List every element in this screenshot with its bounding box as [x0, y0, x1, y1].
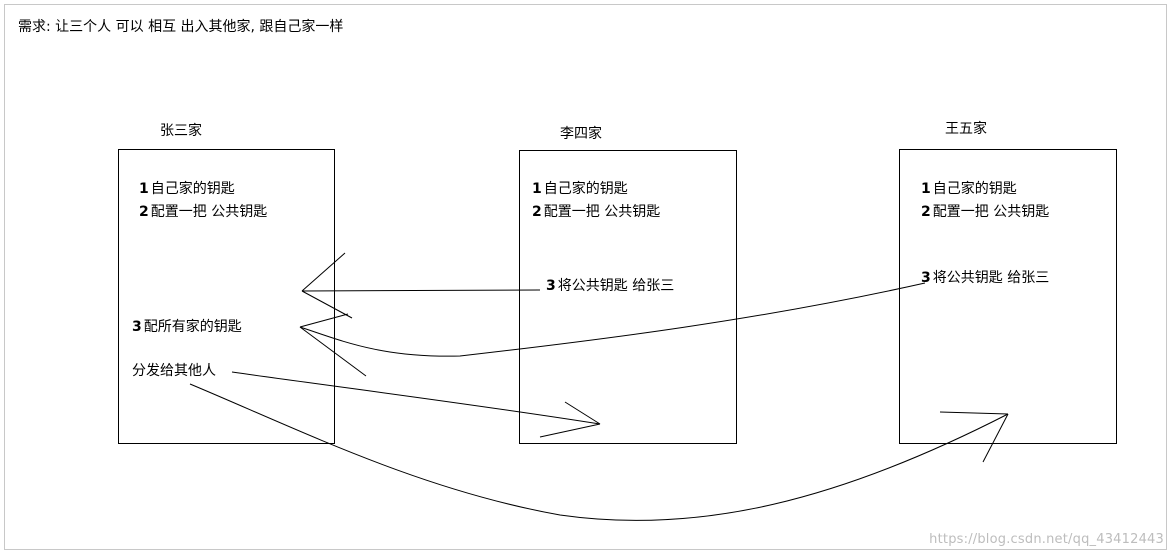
- arrowhead-wangwu: [939, 411, 1009, 463]
- arrowhead-zhangsan-top: [301, 252, 353, 319]
- requirement-text: 需求: 让三个人 可以 相互 出入其他家, 跟自己家一样: [18, 19, 344, 35]
- arrow-wangwu-to-zhangsan: [299, 282, 926, 357]
- house-title-wangwu: 王五家: [945, 121, 987, 137]
- arrow-lisi-to-zhangsan: [301, 289, 541, 292]
- arrow-zhangsan-to-lisi: [231, 371, 601, 425]
- house-line: 分发给其他人: [132, 363, 216, 379]
- arrow-zhangsan-to-wangwu: [189, 383, 1009, 521]
- house-title-lisi: 李四家: [560, 126, 602, 142]
- arrowhead-zhangsan-bottom: [299, 313, 367, 377]
- house-title-zhangsan: 张三家: [160, 123, 202, 139]
- arrowhead-lisi: [539, 401, 601, 438]
- diagram-frame: [4, 4, 1167, 550]
- watermark: https://blog.csdn.net/qq_43412443: [929, 532, 1164, 547]
